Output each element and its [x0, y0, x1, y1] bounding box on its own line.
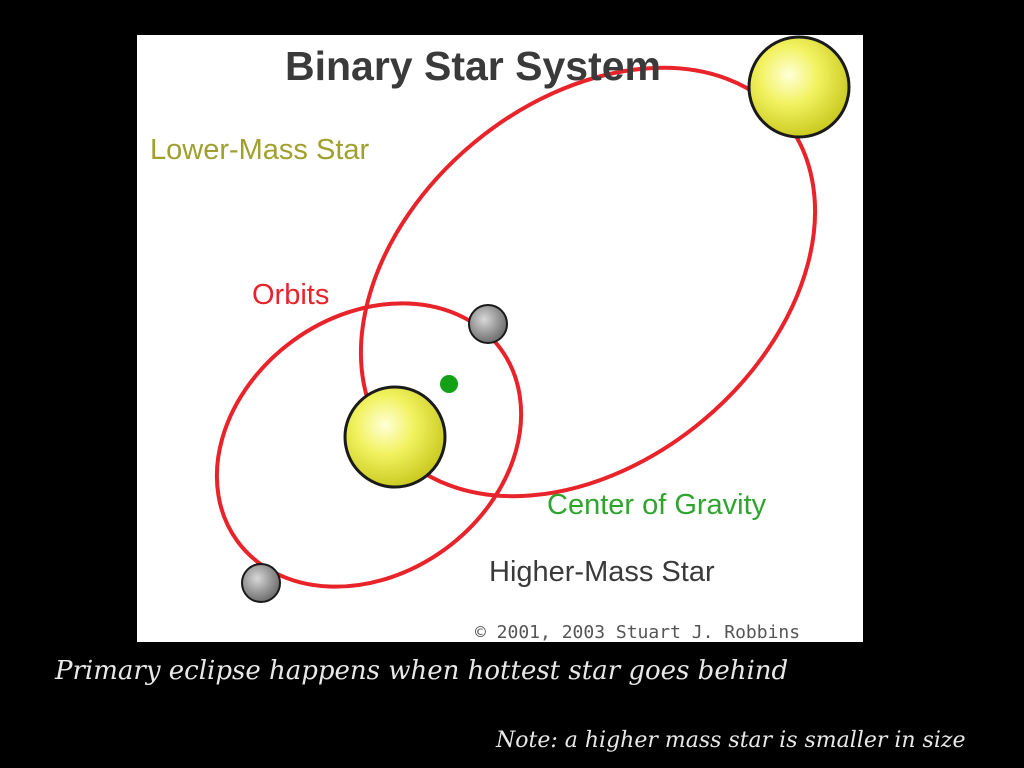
small-star-upper [468, 304, 508, 344]
higher-mass-star-label: Higher-Mass Star [489, 556, 715, 588]
center-of-gravity-dot [440, 375, 458, 393]
center-of-gravity-label: Center of Gravity [547, 489, 767, 521]
diagram-canvas: Binary Star System Lower-Mass Star Orbit… [150, 35, 851, 642]
lower-mass-star-label: Lower-Mass Star [150, 134, 370, 166]
orbits-label: Orbits [252, 279, 329, 311]
binary-star-diagram: Binary Star System Lower-Mass Star Orbit… [137, 35, 863, 642]
slide-caption: Primary eclipse happens when hottest sta… [55, 656, 789, 686]
slide-note: Note: a higher mass star is smaller in s… [496, 728, 966, 753]
large-star-center [343, 385, 447, 489]
small-star-lower [241, 563, 281, 603]
orbit-small [214, 301, 524, 589]
large-star-top-right [747, 35, 851, 139]
diagram-title: Binary Star System [285, 43, 661, 89]
copyright-notice: © 2001, 2003 Stuart J. Robbins [475, 622, 800, 642]
